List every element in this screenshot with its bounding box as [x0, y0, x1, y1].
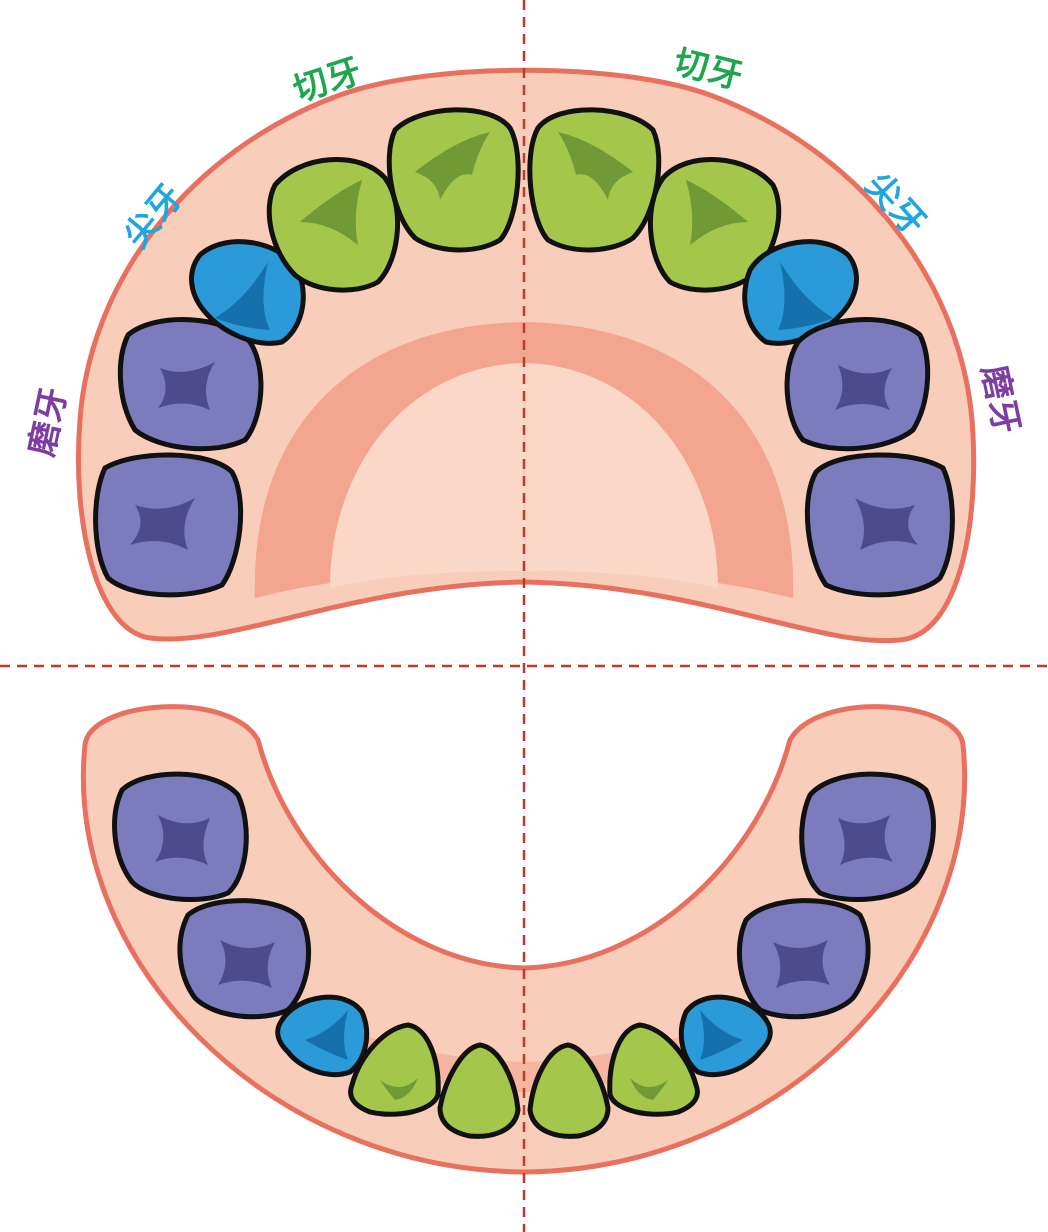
upper-left-molar-2: [93, 452, 244, 598]
lower-left-canine: [275, 994, 370, 1078]
lower-right-molar-2: [799, 771, 936, 903]
upper-right-canine: [742, 239, 859, 346]
lower-arch: [81, 704, 967, 1175]
upper-left-molar-1: [117, 317, 264, 452]
upper-left-incisor-lateral: [266, 157, 401, 293]
upper-arch: [75, 67, 977, 644]
label-molar-right: 磨牙: [973, 362, 1027, 439]
upper-right-molar-1: [784, 317, 931, 452]
lower-left-incisor-lateral: [348, 1022, 441, 1117]
lower-right-incisor-central: [527, 1042, 611, 1139]
upper-palate-inner: [330, 363, 718, 588]
label-molar-left: 磨牙: [22, 383, 76, 460]
upper-left-incisor-central: [386, 107, 521, 253]
upper-right-molar-2: [804, 452, 955, 598]
lower-left-molar-2: [112, 771, 249, 903]
lower-right-molar-1: [736, 898, 871, 1020]
lower-left-incisor-central: [437, 1042, 521, 1139]
upper-left-canine: [189, 239, 306, 346]
lower-right-incisor-lateral: [607, 1022, 700, 1117]
lower-right-canine: [678, 994, 773, 1078]
lower-left-molar-1: [177, 898, 312, 1020]
upper-right-incisor-central: [527, 107, 662, 253]
